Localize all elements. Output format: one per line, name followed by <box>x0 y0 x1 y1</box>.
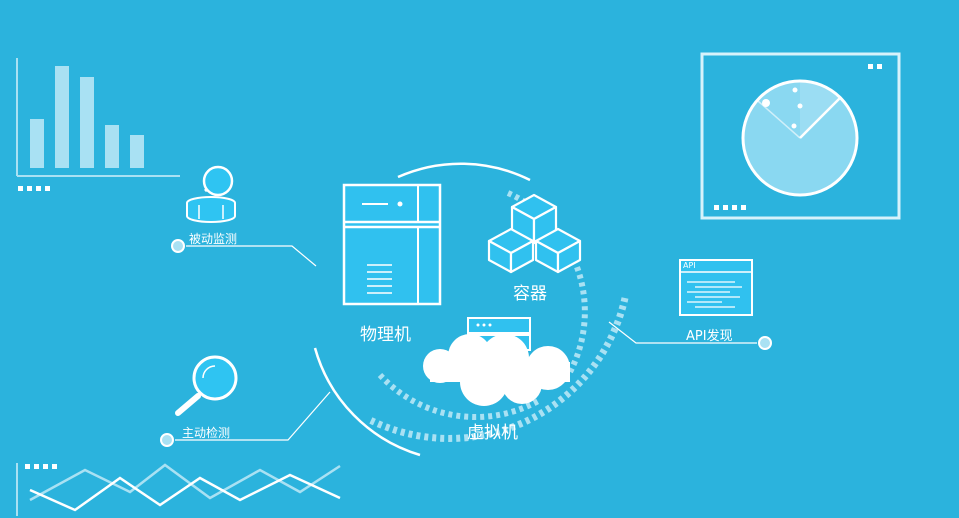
api-document-icon <box>679 259 753 316</box>
magnifier-icon <box>175 355 238 416</box>
connector-passive-monitoring <box>171 239 317 267</box>
connector-active-detection <box>160 391 331 447</box>
cloud-server-icon <box>423 317 570 406</box>
container-label: 容器 <box>513 284 547 304</box>
passive-monitoring-label: 被动监测 <box>189 232 238 246</box>
server-icon <box>342 183 442 306</box>
active-detection-label: 主动检测 <box>182 426 231 440</box>
api-discovery-label: API发现 <box>686 329 733 344</box>
bar-chart-icon <box>16 58 180 191</box>
virtual-machine-label: 虚拟机 <box>467 423 518 443</box>
api-tag-label: API <box>683 261 696 270</box>
line-chart-icon <box>16 463 341 516</box>
cube-stack-icon <box>487 193 582 274</box>
physical-machine-label: 物理机 <box>360 325 411 345</box>
radar-icon <box>700 52 901 220</box>
orbit-arcs <box>313 162 629 457</box>
magnifier-icon <box>186 165 236 223</box>
connector-api-discovery <box>608 321 772 350</box>
